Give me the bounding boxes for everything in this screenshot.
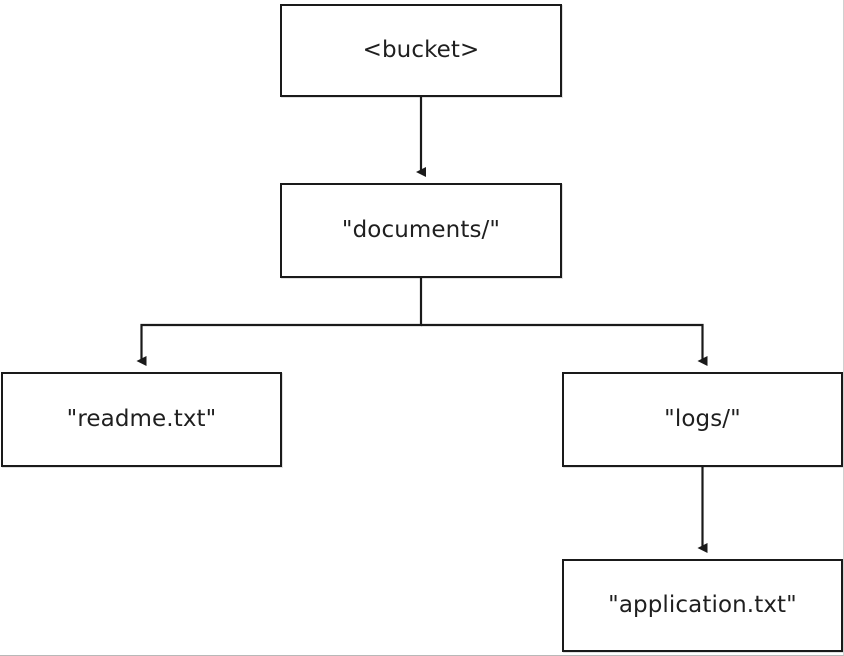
node-readme-txt[interactable]: "readme.txt" <box>1 372 282 467</box>
node-logs[interactable]: "logs/" <box>562 372 843 467</box>
node-application-txt-label: "application.txt" <box>608 591 797 618</box>
node-readme-txt-label: "readme.txt" <box>66 405 217 432</box>
node-logs-label: "logs/" <box>664 405 741 432</box>
node-bucket-label: <bucket> <box>362 36 480 63</box>
node-documents-label: "documents/" <box>341 216 501 243</box>
edge-documents-to-readme <box>136 278 423 367</box>
node-documents[interactable]: "documents/" <box>280 183 562 278</box>
node-application-txt[interactable]: "application.txt" <box>562 559 843 652</box>
node-bucket[interactable]: <bucket> <box>280 4 562 97</box>
edge-documents-to-logs <box>421 323 708 367</box>
